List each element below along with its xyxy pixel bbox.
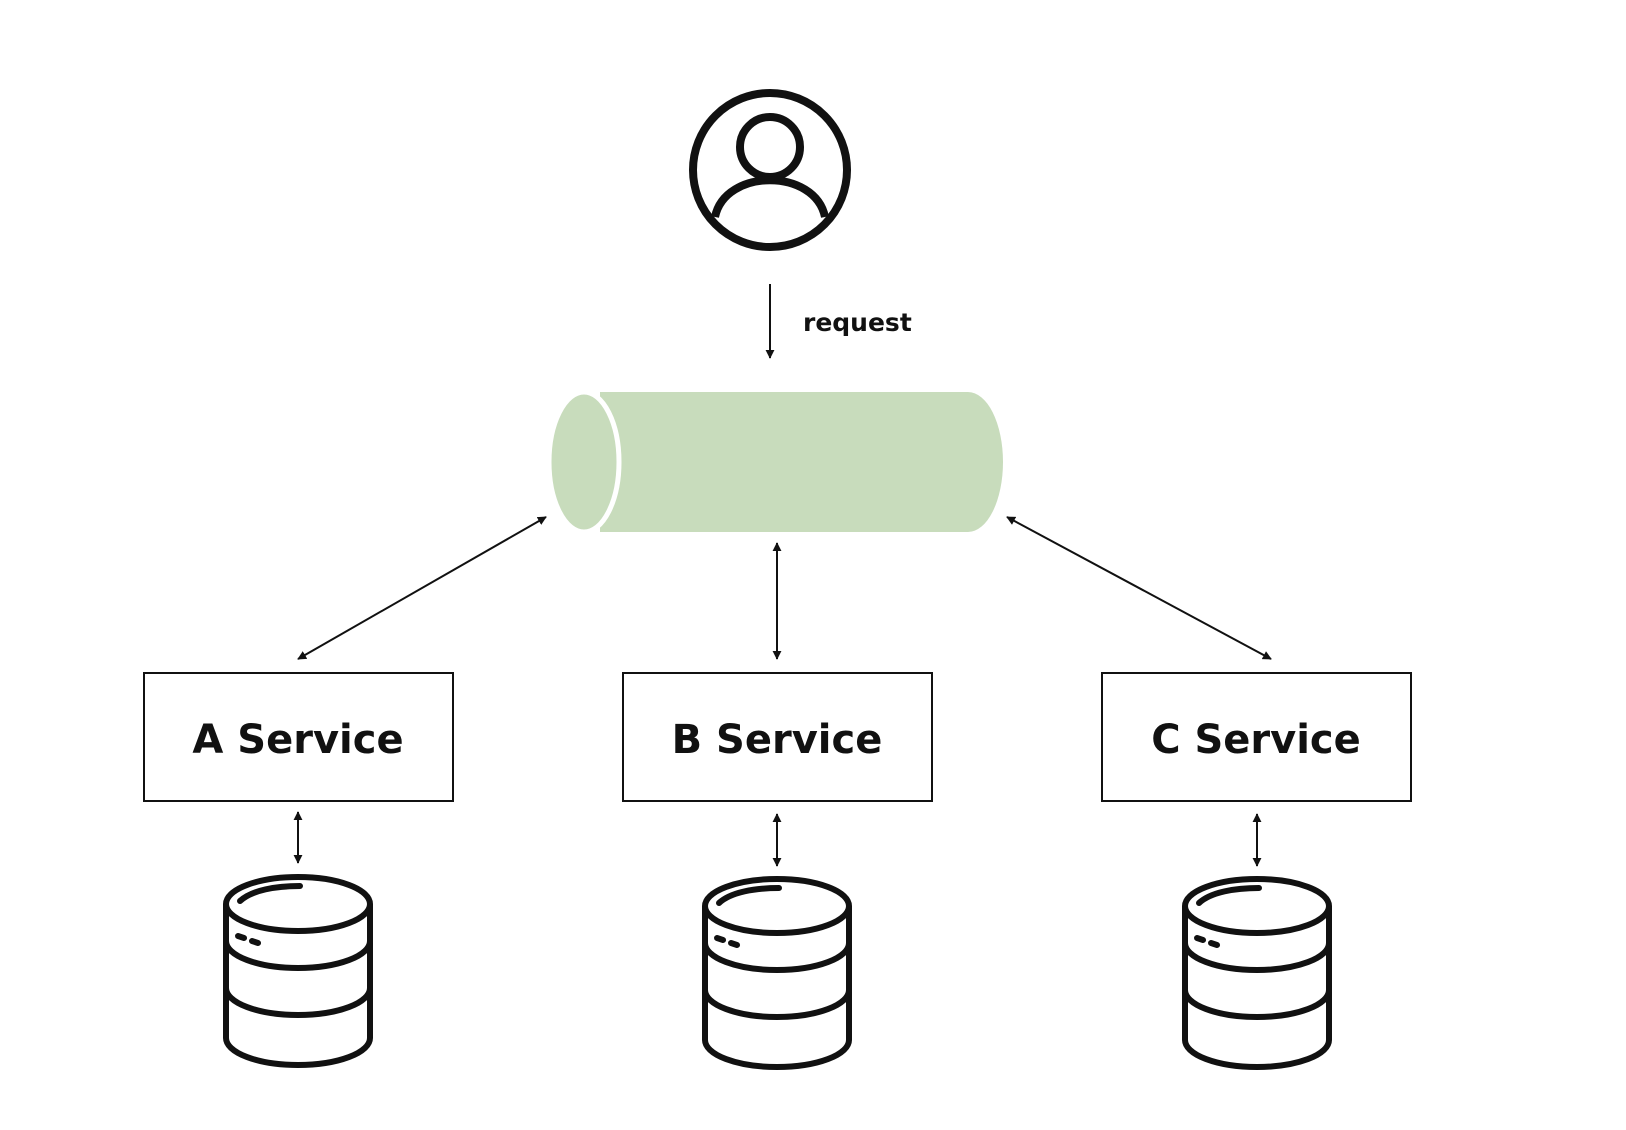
c-database-icon [1182,876,1332,1070]
c-service-label: C Service [1151,717,1361,763]
queue-a-service-arrow [297,516,547,660]
a-database-icon [223,874,373,1068]
message-queue-cylinder [546,389,1003,535]
b-service-label: B Service [672,717,883,763]
a-service-label: A Service [192,717,403,763]
user-icon [689,89,851,251]
b-database-icon [702,876,852,1070]
request-label: request [803,308,912,337]
c-service-box [1101,672,1412,802]
b-service-box [622,672,933,802]
queue-c-service-arrow [1006,516,1272,660]
a-service-box [143,672,454,802]
